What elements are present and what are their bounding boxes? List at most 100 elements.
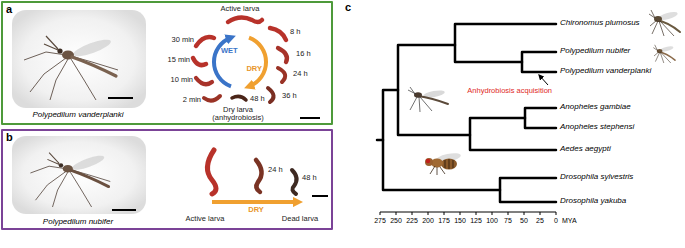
stage-label: Dead larva xyxy=(282,215,318,223)
mosquito-drawing-part xyxy=(47,153,59,165)
mosquito-drawing xyxy=(408,87,448,112)
midge-drawing xyxy=(653,45,675,63)
panel-letter: b xyxy=(6,132,13,144)
larva-drawing-part xyxy=(270,28,286,40)
mosquito-drawing-part xyxy=(71,36,112,59)
mosquito-drawing-part xyxy=(24,52,118,100)
mosquito-drawing-part xyxy=(71,153,106,173)
axis-tick-label: 175 xyxy=(438,217,450,224)
phylogenetic-tree-part xyxy=(500,178,556,202)
mosquito-drawing xyxy=(24,36,118,100)
larva-drawing-part xyxy=(292,170,297,194)
time-label: 16 h xyxy=(296,50,311,58)
scale-bar xyxy=(300,117,320,119)
mosquito-drawing-part xyxy=(30,166,110,207)
panel-letter: a xyxy=(6,4,12,16)
rehydration-cycle-part xyxy=(249,38,266,87)
phylogenetic-tree-part xyxy=(383,90,500,190)
time-label: 36 h xyxy=(282,92,297,100)
axis-unit: MYA xyxy=(562,217,577,224)
axis-tick-label: 275 xyxy=(374,217,386,224)
stage-label: Active larva xyxy=(221,5,260,13)
mosquito-photo xyxy=(12,136,146,214)
mosquito-drawing-part xyxy=(72,57,116,76)
species-name: Anopheles gambiae xyxy=(560,103,631,111)
mosquito-drawing-part xyxy=(44,36,58,50)
acquisition-arrow xyxy=(539,75,548,85)
species-name: Aedes aegypti xyxy=(560,145,611,153)
axis-tick-label: 200 xyxy=(422,217,434,224)
larva-drawing-part xyxy=(228,17,262,22)
annotation: Anhydrobiosis acquisition xyxy=(467,87,552,95)
species-name: Chironomus plumosus xyxy=(560,19,640,27)
phylogenetic-tree-part xyxy=(522,52,556,72)
time-label: 2 min xyxy=(183,96,201,104)
fruit-fly-drawing-part xyxy=(430,166,445,175)
fruit-fly-drawing-part xyxy=(445,159,453,169)
time-label: 48 h xyxy=(250,95,265,103)
species-name: Polypedilum vanderplanki xyxy=(560,67,651,75)
larva-drawing-part xyxy=(196,78,212,84)
midge-drawing-part xyxy=(649,10,674,36)
mosquito-drawing-part xyxy=(414,92,422,98)
time-label: 10 min xyxy=(170,76,193,84)
axis-tick-label: 100 xyxy=(486,217,498,224)
larva-drawing-part xyxy=(193,58,206,65)
rehydration-cycle xyxy=(214,38,266,87)
axis-tick-label: 150 xyxy=(454,217,466,224)
axis-tick-label: 125 xyxy=(470,217,482,224)
larva-drawing-part xyxy=(207,150,216,194)
species-name: Polypedilum vanderplanki xyxy=(32,111,123,119)
phylogenetic-tree-part xyxy=(377,139,383,142)
midge-drawing xyxy=(649,10,680,36)
dry-arrow xyxy=(212,200,298,204)
larva-drawing-part xyxy=(204,96,220,101)
mosquito-photo-part xyxy=(12,10,146,108)
time-label: 8 h xyxy=(290,28,300,36)
mosquito-drawing-part xyxy=(57,48,62,53)
mosquito-photo-part xyxy=(112,209,136,211)
larva-drawing xyxy=(193,17,287,102)
species-name: Anopheles stephensi xyxy=(560,123,634,131)
axis-tick-label: 50 xyxy=(520,217,528,224)
time-label: 24 h xyxy=(268,166,283,174)
larva-drawing-part xyxy=(278,48,287,62)
phase-label: WET xyxy=(221,47,238,55)
stage-label: Dry larva (anhydrobiosis) xyxy=(206,106,270,122)
mosquito-drawing xyxy=(30,153,110,207)
larva-drawing-part xyxy=(196,37,214,46)
axis-tick-label: 0 xyxy=(554,217,558,224)
axis-tick-label: 225 xyxy=(406,217,418,224)
fruit-fly-drawing-part xyxy=(425,158,433,166)
larva-drawing-part xyxy=(268,88,274,102)
panel-letter: c xyxy=(345,2,351,14)
species-name: Drosophila sylvestris xyxy=(560,173,633,181)
larva-drawing-part xyxy=(256,160,262,192)
fruit-fly-drawing-part xyxy=(426,159,430,163)
midge-drawing-part xyxy=(653,45,671,63)
phylogenetic-tree xyxy=(377,24,556,202)
time-label: 30 min xyxy=(171,36,194,44)
phase-label: DRY xyxy=(246,65,262,73)
mosquito-photo-part xyxy=(12,136,146,214)
mosquito-drawing-part xyxy=(71,170,108,186)
species-name: Polypedilum nubifer xyxy=(560,47,630,55)
time-label: 15 min xyxy=(167,56,190,64)
species-name: Drosophila yakuba xyxy=(560,197,626,205)
mosquito-drawing-part xyxy=(408,87,432,112)
species-name: Polypedilum nubifer xyxy=(43,218,113,226)
mosquito-drawing-part xyxy=(59,163,63,167)
larva-drawing-part xyxy=(232,96,246,100)
time-axis-part xyxy=(380,212,556,215)
axis-tick-label: 250 xyxy=(390,217,402,224)
fruit-fly-drawing xyxy=(425,151,462,175)
scale-bar xyxy=(312,195,328,197)
phylogenetic-tree-part xyxy=(525,108,556,128)
fruit-fly-drawing-part xyxy=(441,159,457,170)
mosquito-photo-part xyxy=(108,97,133,99)
mosquito-photo xyxy=(12,10,146,108)
time-axis xyxy=(380,212,556,215)
phase-label: DRY xyxy=(248,206,264,214)
time-label: 24 h xyxy=(293,70,308,78)
